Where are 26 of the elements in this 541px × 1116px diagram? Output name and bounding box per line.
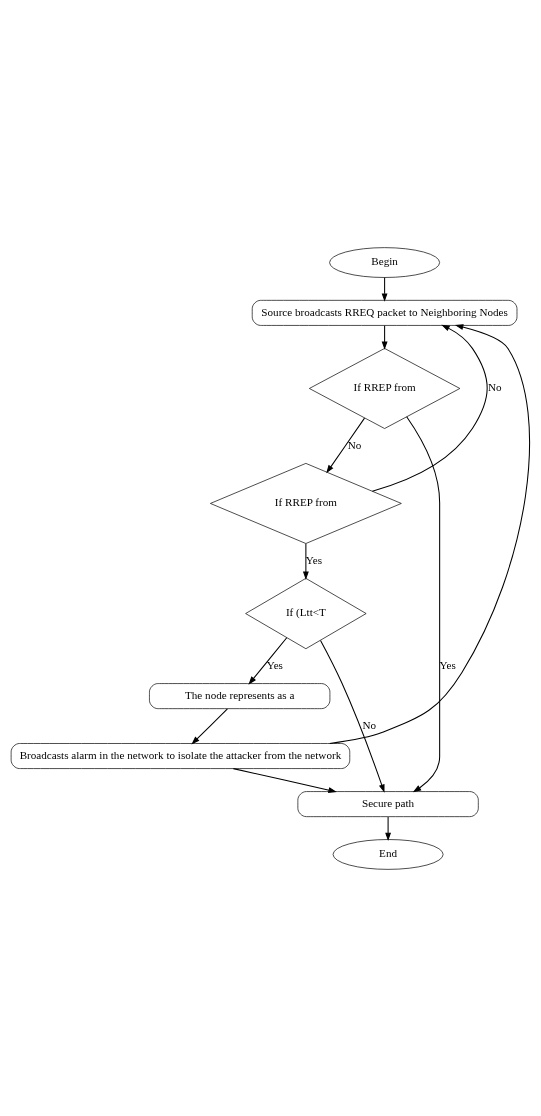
node-ellipse: Begin <box>329 246 440 278</box>
edge-label: Yes <box>305 553 322 566</box>
node-box: Source broadcasts RREQ packet to Neighboring Nodes <box>251 299 518 326</box>
node-box: Secure path <box>297 790 479 817</box>
arrow <box>232 767 337 793</box>
node-diamond: If (Ltt<T <box>245 577 367 649</box>
edge-label: Yes <box>266 658 283 671</box>
arrow <box>302 542 309 580</box>
arrow <box>326 417 366 473</box>
node-ellipse: End <box>332 838 444 870</box>
node-box: Broadcasts alarm in the network to isolate the attacker from the network <box>10 742 351 769</box>
edge-label: No <box>347 438 362 451</box>
edge-label: No <box>487 380 502 393</box>
node-box: The node represents as a <box>149 682 331 709</box>
edge-label: No <box>362 718 377 731</box>
arrow <box>371 324 488 492</box>
arrow <box>320 639 385 793</box>
arrow <box>381 324 388 350</box>
arrow <box>191 707 228 745</box>
arrow <box>406 415 441 792</box>
arrow <box>385 815 392 841</box>
node-diamond: If RREP from <box>309 347 461 429</box>
edge-label: Yes <box>439 658 456 671</box>
arrow <box>381 276 388 302</box>
arrow <box>329 323 531 744</box>
arrow <box>248 636 288 685</box>
